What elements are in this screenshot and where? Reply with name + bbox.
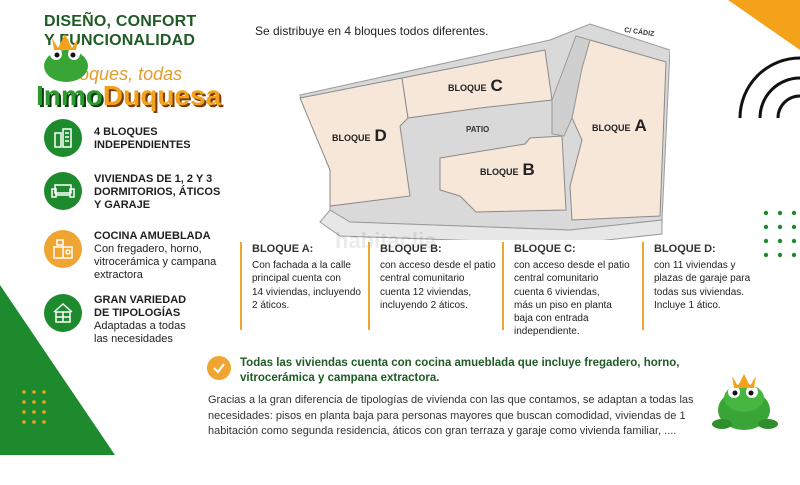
green-dots-decor [763, 210, 797, 258]
feature-text: vitrocerámica y campana [94, 256, 217, 268]
para-line: necesidades: pisos en planta baja para p… [208, 409, 686, 422]
block-line: Incluye 1 ático. [654, 299, 721, 311]
page-title: DISEÑO, CONFORT Y FUNCIONALIDAD [44, 12, 196, 50]
note-line: Todas las viviendas cuenta con cocina am… [240, 357, 680, 369]
block-line: con acceso desde el patio [514, 260, 630, 272]
feature-title: COCINA AMUEBLADA [94, 230, 211, 242]
site-plan [299, 23, 670, 240]
building-icon [44, 119, 82, 157]
block-line: más un piso en planta [514, 299, 612, 311]
divider [368, 242, 370, 330]
feature-text: las necesidades [94, 333, 173, 345]
block-line: incluyendo 2 áticos. [380, 299, 468, 311]
bloque-letter: C [490, 76, 503, 95]
feature-title: VIVIENDAS DE 1, 2 Y 3 [94, 173, 213, 185]
title-line-1: DISEÑO, CONFORT [44, 13, 197, 30]
block-line: principal cuenta con [252, 273, 341, 285]
bloque-b-shape [439, 135, 567, 213]
block-description: BLOQUE A: Con fachada a la calle princip… [252, 243, 362, 312]
feature-item: 4 BLOQUES INDEPENDIENTES [44, 119, 191, 157]
intro-text: Se distribuye en 4 bloques todos diferen… [255, 24, 489, 38]
bloque-c-shape [401, 49, 553, 119]
block-line: cuenta 6 viviendas, [514, 286, 600, 298]
divider [240, 242, 242, 330]
orange-dots-decor [22, 390, 46, 424]
bloque-letter: A [634, 116, 647, 135]
bloque-word: BLOQUE [592, 123, 631, 133]
block-line: todas sus viviendas. [654, 286, 745, 298]
block-line: con 11 viviendas y [654, 260, 736, 272]
feature-text: extractora [94, 269, 143, 281]
divider [642, 242, 644, 330]
block-title: BLOQUE B: [380, 243, 442, 255]
watermark: habitaclia [335, 228, 437, 253]
block-title: BLOQUE A: [252, 243, 314, 255]
block-line: con acceso desde el patio [380, 260, 496, 272]
block-line: baja con entrada [514, 313, 589, 325]
para-line: Gracias a la gran diferencia de tipologí… [208, 394, 694, 406]
bloque-word: BLOQUE [332, 133, 371, 143]
feature-title: 4 BLOQUES [94, 126, 158, 138]
block-line: Con fachada a la calle [252, 260, 351, 272]
green-corner-triangle [0, 285, 115, 455]
block-line: central comunitario [514, 273, 599, 285]
block-line: cuenta 12 viviendas, [380, 286, 472, 298]
block-description: BLOQUE D: con 11 viviendas y plazas de g… [654, 243, 764, 312]
orange-corner-triangle [728, 0, 800, 50]
block-title: BLOQUE C: [514, 243, 576, 255]
feature-title: GRAN VARIEDAD [94, 294, 187, 306]
block-title: BLOQUE D: [654, 243, 716, 255]
para-line: habitación como segunda residencia, átic… [208, 425, 677, 437]
kitchen-icon [44, 230, 82, 268]
kitchen-note: Todas las viviendas cuenta con cocina am… [240, 356, 700, 386]
frog-mascot-icon [712, 374, 778, 430]
logo-frog-icon [44, 34, 88, 82]
feature-item: COCINA AMUEBLADA Con fregadero, horno, v… [44, 230, 216, 282]
block-line: 14 viviendas, incluyendo [252, 286, 361, 298]
block-description: BLOQUE B: con acceso desde el patio cent… [380, 243, 505, 312]
feature-title: Y GARAJE [94, 199, 151, 211]
block-line: central comunitario [380, 273, 465, 285]
feature-item: VIVIENDAS DE 1, 2 Y 3 DORMITORIOS, ÁTICO… [44, 172, 220, 212]
block-line: 2 áticos. [252, 299, 290, 311]
block-line: independiente. [514, 326, 580, 338]
divider [502, 242, 504, 330]
arcs-decor [738, 56, 800, 119]
feature-title: DORMITORIOS, ÁTICOS [94, 186, 221, 198]
bloque-a-label: BLOQUE A [592, 116, 647, 136]
feature-text: Con fregadero, horno, [94, 243, 202, 255]
title-line-2: Y FUNCIONALIDAD [44, 32, 196, 49]
block-description: BLOQUE C: con acceso desde el patio cent… [514, 243, 639, 338]
block-line: plazas de garaje para [654, 273, 751, 285]
feature-title: DE TIPOLOGÍAS [94, 307, 181, 319]
bloque-c-label: BLOQUE C [448, 76, 503, 96]
feature-item: GRAN VARIEDAD DE TIPOLOGÍAS Adaptadas a … [44, 294, 186, 346]
bloque-b-label: BLOQUE B [480, 160, 535, 180]
bloque-letter: D [374, 126, 387, 145]
bloque-word: BLOQUE [480, 167, 519, 177]
logo-part-1: Inmo [36, 80, 103, 111]
house-icon [44, 294, 82, 332]
bloque-word: BLOQUE [448, 83, 487, 93]
check-icon [207, 356, 231, 380]
patio-label: PATIO [466, 125, 490, 134]
bloque-d-label: BLOQUE D [332, 126, 387, 146]
bloque-letter: B [522, 160, 535, 179]
sofa-icon [44, 172, 82, 210]
logo: InmoDuquesa [36, 80, 221, 112]
note-line: vitrocerámica y campana extractora. [240, 372, 440, 384]
description-paragraph: Gracias a la gran diferencia de tipologí… [208, 393, 708, 440]
feature-title: INDEPENDIENTES [94, 139, 191, 151]
feature-text: Adaptadas a todas [94, 320, 186, 332]
logo-part-2: Duquesa [102, 80, 222, 111]
